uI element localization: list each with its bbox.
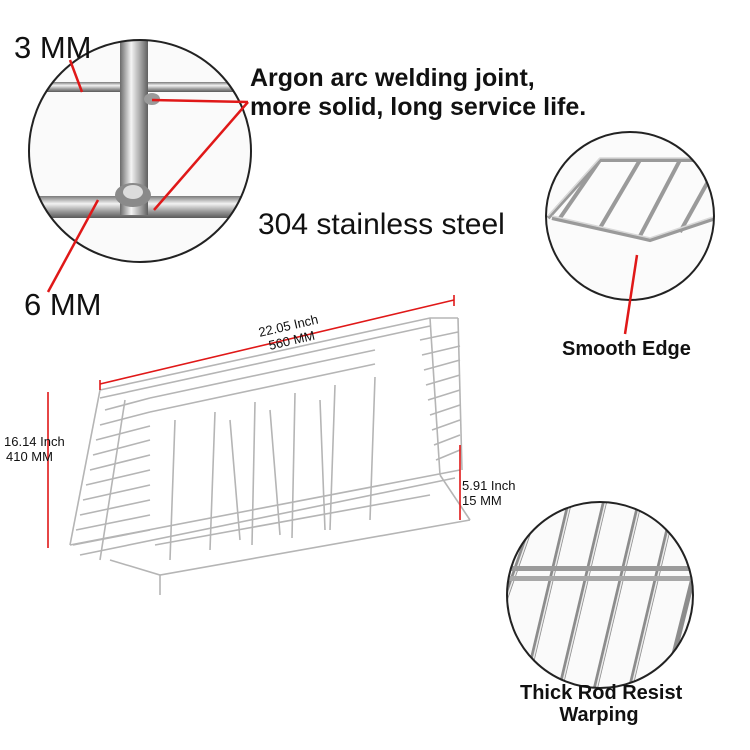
basket-illustration bbox=[69, 317, 471, 595]
thick-rod-label: 6 MM bbox=[24, 287, 102, 322]
welding-label-line1: Argon arc welding joint, bbox=[250, 64, 535, 92]
warp-label-line1: Thick Rod Resist bbox=[520, 682, 683, 704]
smooth-edge-label: Smooth Edge bbox=[562, 338, 691, 360]
width-mm: 410 MM bbox=[6, 449, 53, 464]
width-dimension: 16.14 Inch 410 MM bbox=[4, 434, 94, 464]
height-dimension: 5.91 Inch 15 MM bbox=[462, 478, 532, 508]
width-inch: 16.14 Inch bbox=[4, 434, 65, 449]
height-inch: 5.91 Inch bbox=[462, 478, 516, 493]
material-label: 304 stainless steel bbox=[258, 208, 505, 241]
thin-rod-label: 3 MM bbox=[14, 30, 92, 65]
welding-label-line2: more solid, long service life. bbox=[250, 93, 587, 121]
warp-label-line2: Warping bbox=[559, 704, 639, 726]
height-mm: 15 MM bbox=[462, 493, 502, 508]
